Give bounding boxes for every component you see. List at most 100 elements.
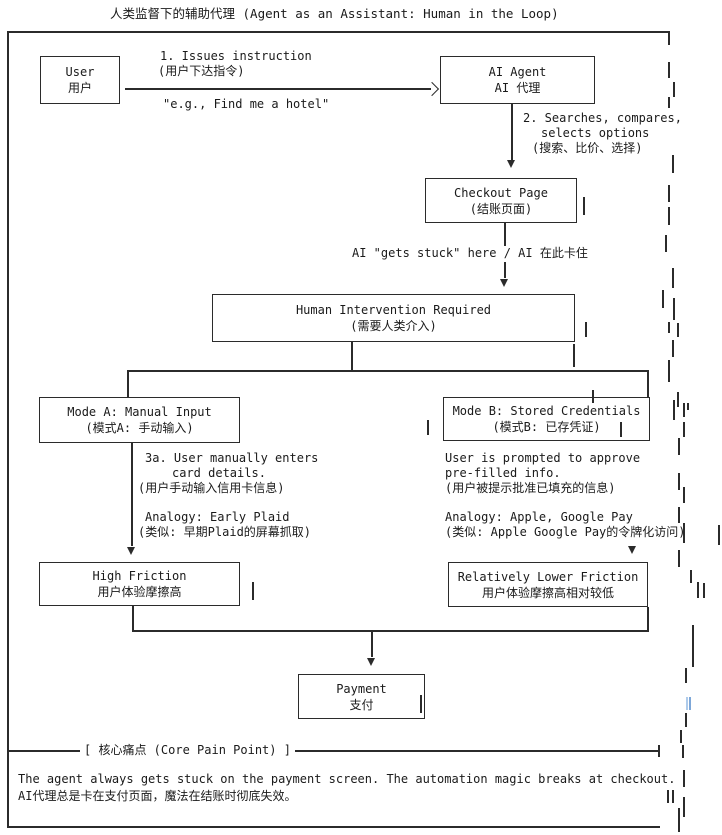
artifact-dash [673, 298, 675, 320]
connector-mode-a-down [131, 443, 133, 546]
artifact-dash [690, 570, 692, 583]
artifact-dash [677, 392, 679, 407]
node-payment-label-zh: 支付 [349, 697, 374, 712]
connector-ai-to-checkout [511, 104, 513, 160]
connector-high-friction-down [132, 606, 134, 630]
artifact-dash [420, 695, 422, 713]
node-checkout-label-zh: (结账页面) [469, 201, 533, 216]
label-step1-zh: (用户下达指令) [158, 64, 245, 78]
node-lower-friction: Relatively Lower Friction 用户体验摩擦高相对较低 [448, 562, 648, 607]
label-step2-zh: (搜索、比价、选择) [532, 141, 643, 155]
artifact-dash [668, 207, 670, 225]
label-mode-b-note-4: Analogy: Apple, Google Pay [445, 510, 633, 524]
artifact-dash [692, 625, 694, 667]
pain-point-divider-line [8, 750, 660, 752]
artifact-dash [678, 808, 680, 832]
frame-top-border [7, 31, 668, 33]
label-gets-stuck: AI "gets stuck" here / AI 在此卡住 [352, 246, 588, 260]
node-high-friction-label-zh: 用户体验摩擦高 [97, 585, 182, 599]
artifact-dash [718, 525, 720, 545]
pain-point-divider-end-tick [658, 745, 660, 757]
label-mode-a-note-4: Analogy: Early Plaid [145, 510, 290, 524]
label-mode-a-note-5: (类似: 早期Plaid的屏幕抓取) [138, 525, 312, 539]
arrow-down-icon [507, 160, 515, 168]
diagram-title: 人类监督下的辅助代理 (Agent as an Assistant: Human… [110, 6, 559, 21]
artifact-dash [678, 438, 680, 455]
frame-bottom-border [7, 826, 660, 828]
label-mode-b-note-3: (用户被提示批准已填充的信息) [445, 481, 616, 495]
connector-merge-horizontal [132, 630, 649, 632]
artifact-dash [668, 185, 670, 202]
artifact-dash [682, 745, 684, 758]
arrow-down-icon [367, 658, 375, 666]
connector-user-to-ai [125, 88, 431, 90]
artifact-dash [685, 668, 687, 683]
node-ai-agent-label-en: AI Agent [488, 65, 547, 79]
node-human-intervention-label-zh: (需要人类介入) [350, 319, 437, 333]
arrow-down-icon [127, 547, 135, 555]
artifact-dash [683, 487, 685, 503]
artifact-dash [592, 390, 594, 403]
artifact-dash [683, 523, 685, 543]
connector-branch-right-drop [647, 370, 649, 397]
artifact-dash [668, 322, 670, 333]
artifact-dash [673, 400, 675, 420]
connector-checkout-down-1 [504, 223, 506, 246]
artifact-dash [585, 322, 587, 337]
node-mode-b-label-en: Mode B: Stored Credentials [452, 404, 641, 418]
artifact-dash [672, 155, 674, 173]
node-checkout-label-en: Checkout Page [454, 185, 548, 200]
artifact-dash [672, 268, 674, 288]
arrow-right-icon [424, 81, 440, 97]
artifact-dash [583, 197, 585, 215]
connector-branch-left-drop [127, 370, 129, 397]
artifact-dash [703, 583, 705, 598]
artifact-dash [665, 235, 667, 252]
artifact-dash [668, 97, 670, 108]
node-mode-b: Mode B: Stored Credentials (模式B: 已存凭证) [443, 397, 650, 441]
node-user: User 用户 [40, 56, 120, 104]
artifact-dash [683, 422, 685, 437]
connector-branch-horizontal [127, 370, 649, 372]
label-step2-en2: selects options [541, 126, 650, 140]
node-human-intervention: Human Intervention Required (需要人类介入) [212, 294, 575, 342]
artifact-dash [678, 473, 680, 490]
artifact-dash [662, 290, 664, 308]
artifact-dash [667, 790, 669, 803]
node-checkout-page: Checkout Page (结账页面) [425, 178, 577, 223]
artifact-dash [252, 582, 254, 600]
connector-lower-friction-down [647, 607, 649, 630]
node-user-label-zh: 用户 [67, 81, 92, 95]
label-mode-a-note-3: (用户手动输入信用卡信息) [138, 481, 285, 495]
node-human-intervention-label-en: Human Intervention Required [295, 303, 492, 317]
label-mode-a-note-1: 3a. User manually enters [145, 451, 319, 465]
artifact-dash [683, 770, 685, 787]
label-mode-b-note-2: pre-filled info. [445, 466, 561, 480]
artifact-dash [680, 730, 682, 743]
node-mode-a: Mode A: Manual Input (模式A: 手动输入) [39, 397, 240, 443]
label-step2-en1: 2. Searches, compares, [523, 111, 682, 125]
artifact-dash [672, 790, 674, 803]
artifact-dash [683, 403, 685, 417]
node-ai-agent-label-zh: AI 代理 [494, 81, 541, 95]
artifact-dash [668, 360, 670, 382]
artifact-dash [678, 507, 680, 523]
node-mode-b-label-zh: (模式B: 已存凭证) [492, 420, 601, 434]
node-lower-friction-label-zh: 用户体验摩擦高相对较低 [481, 585, 614, 600]
connector-human-down [351, 342, 353, 370]
node-payment-label-en: Payment [336, 681, 387, 696]
node-payment: Payment 支付 [298, 674, 425, 719]
artifact-dash [427, 420, 429, 435]
label-mode-a-note-2: card details. [172, 466, 266, 480]
footer-text-en: The agent always gets stuck on the payme… [18, 772, 676, 786]
label-mode-b-note-1: User is prompted to approve [445, 451, 641, 465]
artifact-dash [668, 62, 670, 78]
pain-point-divider-label: [ 核心痛点 (Core Pain Point) ] [80, 743, 295, 758]
artifact-dash [678, 550, 680, 567]
artifact-dash [672, 340, 674, 357]
artifact-dash [689, 697, 691, 710]
artifact-dash [677, 323, 679, 337]
label-step1-en: 1. Issues instruction [160, 49, 312, 63]
artifact-dash [687, 403, 689, 410]
